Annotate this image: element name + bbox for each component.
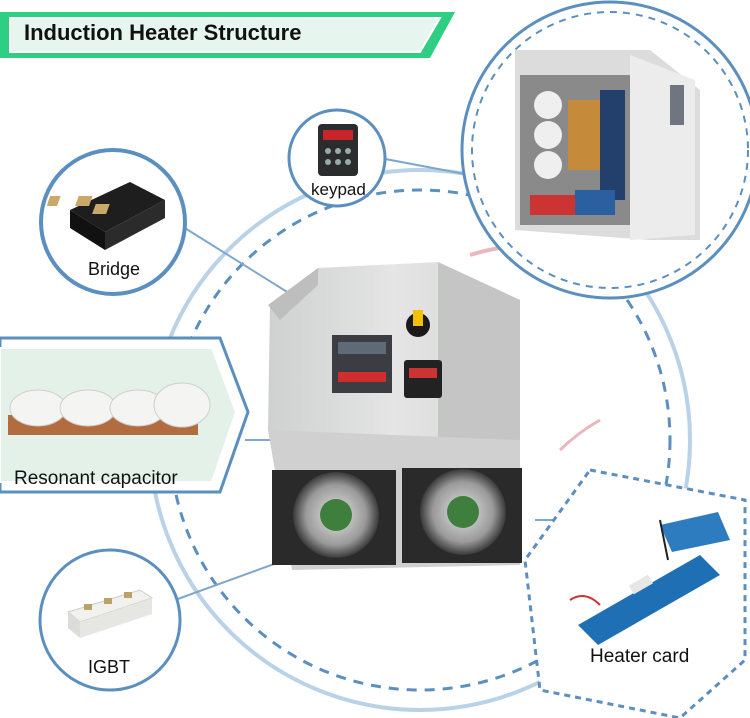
keypad-connector: [379, 157, 471, 176]
dashed-ring: [168, 188, 672, 692]
heater-card-image: [569, 512, 730, 645]
bridge-connector: [179, 224, 301, 301]
resonant-capacitor-label: Resonant capacitor: [14, 468, 178, 489]
induction-heater-unit-image: [268, 262, 522, 570]
igbt-label: IGBT: [88, 657, 131, 677]
capacitor-image: [8, 382, 211, 435]
keypad-label: keypad: [311, 180, 366, 199]
igbt-connector: [174, 559, 286, 601]
diagram-title: Induction Heater Structure: [24, 20, 302, 45]
heater-card-label: Heater card: [590, 646, 690, 667]
title-banner-inner: [9, 17, 442, 53]
open-cabinet-image: [515, 50, 700, 240]
bridge-label: Bridge: [88, 259, 141, 279]
